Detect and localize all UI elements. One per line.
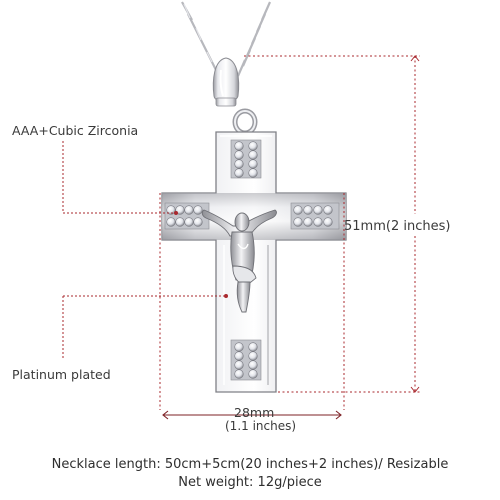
zirconia-stones-bottom [230, 339, 262, 381]
width-dimension [162, 410, 342, 420]
crucifix-figure [201, 209, 277, 313]
height-dimension-label: 51mm(2 inches) [344, 219, 451, 234]
plated-callout-label: Platinum plated [12, 367, 111, 382]
net-weight-spec: Net weight: 12g/piece [178, 475, 322, 490]
callout-leaders [62, 141, 224, 360]
pendant-bail [212, 57, 258, 136]
height-arrows [410, 55, 420, 393]
width-dimension-inches: (1.1 inches) [225, 419, 297, 433]
zirconia-callout-label: AAA+Cubic Zirconia [12, 123, 139, 138]
width-dimension-label: 28mm [234, 405, 275, 420]
chain [181, 1, 272, 77]
necklace-length-spec: Necklace length: 50cm+5cm(20 inches+2 in… [51, 457, 449, 472]
zirconia-callout-dot [174, 211, 178, 215]
zirconia-stones-right [290, 202, 340, 230]
plated-callout-dot [224, 294, 228, 298]
dimension-guides [159, 55, 420, 410]
zirconia-stones-top [230, 139, 262, 179]
zirconia-stones-left [164, 202, 210, 230]
